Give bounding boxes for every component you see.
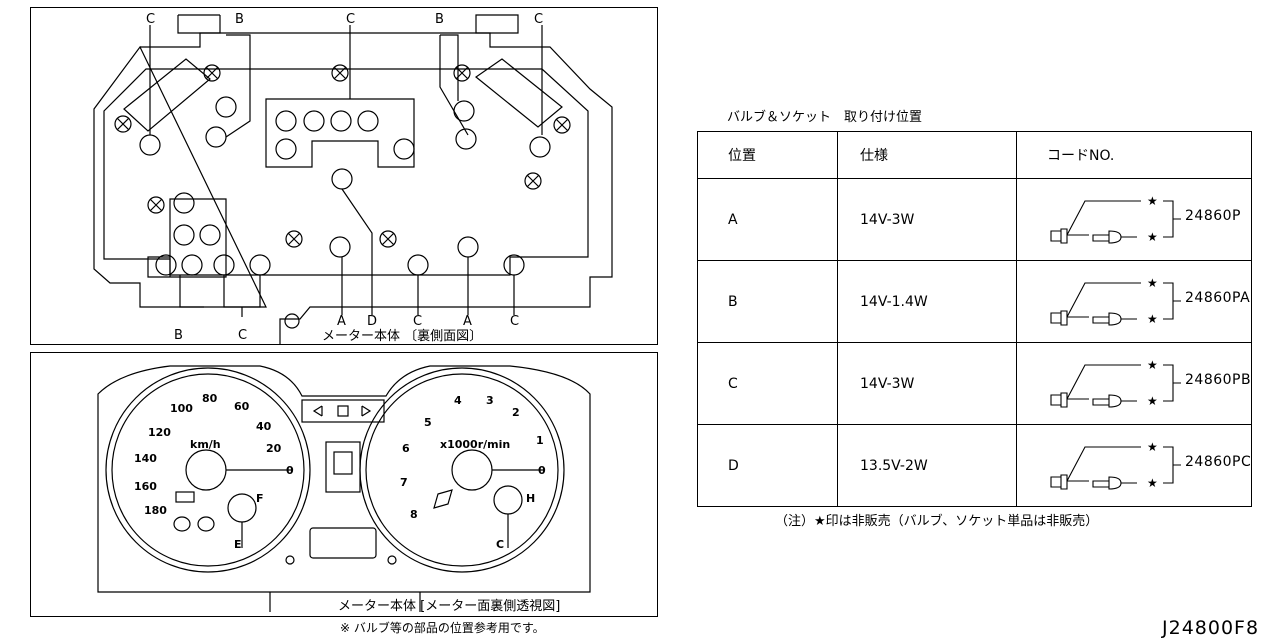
table-row: B 14V-1.4W ★ ★ 24860PA xyxy=(697,260,1252,343)
tacho-tick-2: 2 xyxy=(512,406,520,419)
tacho-tick-6: 6 xyxy=(402,442,410,455)
header-code: コードNO. xyxy=(1016,131,1252,179)
top-label-c1: C xyxy=(146,12,155,27)
table-title: バルブ＆ソケット 取り付け位置 xyxy=(727,110,923,125)
row-code-cell: ★ ★ 24860PC xyxy=(1016,424,1252,507)
speedo-tick-0: 0 xyxy=(286,464,294,477)
row-spec: 14V-3W xyxy=(837,178,1017,261)
row-code-cell: ★ ★ 24860P xyxy=(1016,178,1252,261)
speedo-tick-20: 20 xyxy=(266,442,282,455)
meter-face-view-panel xyxy=(30,352,658,617)
bottom-label-c2: C xyxy=(413,314,422,329)
meter-back-view-drawing: C B C B C B C A D C A C メーター本体 〔裏側面図〕 xyxy=(93,12,613,345)
speedo-tick-140: 140 xyxy=(134,452,157,465)
header-position: 位置 xyxy=(697,131,838,179)
tacho-tick-3: 3 xyxy=(486,394,494,407)
temp-cold-mark: C xyxy=(496,538,504,551)
bottom-label-a1: A xyxy=(337,314,346,329)
star-mark: ★ xyxy=(1147,476,1158,490)
table-note: （注）★印は非販売（バルブ、ソケット単品は非販売） xyxy=(775,514,1099,529)
bulb-socket-table: 位置 仕様 コードNO. A 14V-3W ★ ★ 24860P B 14V-1… xyxy=(697,131,1252,507)
bulb-socket-diagram: ★ ★ xyxy=(1050,194,1181,244)
top-label-b1: B xyxy=(235,12,244,27)
top-label-c2: C xyxy=(346,12,355,27)
speedo-tick-180: 180 xyxy=(144,504,167,517)
row-position: B xyxy=(697,260,838,343)
star-mark: ★ xyxy=(1147,358,1158,372)
meter-face-view-drawing: 100 80 60 40 20 0 120 140 160 180 km/h F… xyxy=(97,365,591,614)
star-mark: ★ xyxy=(1147,194,1158,208)
bottom-label-d: D xyxy=(367,314,377,329)
top-label-b2: B xyxy=(435,12,444,27)
top-panel-caption: メーター本体 〔裏側面図〕 xyxy=(322,329,482,344)
bottom-label-a2: A xyxy=(463,314,472,329)
speedo-tick-160: 160 xyxy=(134,480,157,493)
table-row: C 14V-3W ★ ★ 24860PB xyxy=(697,342,1252,425)
speedo-tick-40: 40 xyxy=(256,420,272,433)
star-mark: ★ xyxy=(1147,440,1158,454)
row-code: 24860P xyxy=(1185,208,1241,224)
bulb-socket-diagram: ★ ★ xyxy=(1050,440,1181,490)
row-spec: 14V-3W xyxy=(837,342,1017,425)
star-mark: ★ xyxy=(1147,276,1158,290)
star-mark: ★ xyxy=(1147,230,1158,244)
row-code: 24860PB xyxy=(1185,372,1252,388)
fuel-full-mark: F xyxy=(256,492,264,505)
row-code: 24860PC xyxy=(1185,454,1252,470)
top-label-c3: C xyxy=(534,12,543,27)
row-position: D xyxy=(697,424,838,507)
row-code-cell: ★ ★ 24860PA xyxy=(1016,260,1252,343)
speedo-tick-120: 120 xyxy=(148,426,171,439)
tacho-tick-8: 8 xyxy=(410,508,418,521)
reference-footnote: ※ バルブ等の部品の位置参考用です。 xyxy=(340,621,545,635)
speedo-tick-100: 100 xyxy=(170,402,193,415)
meter-back-view-panel xyxy=(30,7,658,345)
bottom-label-b: B xyxy=(174,328,183,343)
bottom-label-c3: C xyxy=(510,314,519,329)
header-spec: 仕様 xyxy=(837,131,1017,179)
tacho-tick-5: 5 xyxy=(424,416,432,429)
bulb-socket-diagram: ★ ★ xyxy=(1050,276,1181,326)
tacho-tick-4: 4 xyxy=(454,394,462,407)
fuel-empty-mark: E xyxy=(234,538,242,551)
table-row: D 13.5V-2W ★ ★ 24860PC xyxy=(697,424,1252,507)
speedo-tick-60: 60 xyxy=(234,400,250,413)
table-header-row: 位置 仕様 コードNO. xyxy=(697,131,1252,179)
tacho-tick-0: 0 xyxy=(538,464,546,477)
bulb-socket-diagram: ★ ★ xyxy=(1050,358,1181,408)
row-code: 24860PA xyxy=(1185,290,1251,306)
row-code-cell: ★ ★ 24860PB xyxy=(1016,342,1252,425)
star-mark: ★ xyxy=(1147,394,1158,408)
figure-id: J24800F8 xyxy=(1162,617,1260,639)
row-position: A xyxy=(697,178,838,261)
row-spec: 14V-1.4W xyxy=(837,260,1017,343)
bottom-label-c1: C xyxy=(238,328,247,343)
speedo-unit: km/h xyxy=(190,438,221,451)
tacho-tick-1: 1 xyxy=(536,434,544,447)
star-mark: ★ xyxy=(1147,312,1158,326)
row-position: C xyxy=(697,342,838,425)
temp-hot-mark: H xyxy=(526,492,535,505)
tacho-unit: x1000r/min xyxy=(440,438,510,451)
row-spec: 13.5V-2W xyxy=(837,424,1017,507)
bottom-panel-caption: メーター本体 [メーター面裏側透視図] xyxy=(338,599,560,614)
tacho-tick-7: 7 xyxy=(400,476,408,489)
speedo-tick-80: 80 xyxy=(202,392,218,405)
table-row: A 14V-3W ★ ★ 24860P xyxy=(697,178,1252,261)
